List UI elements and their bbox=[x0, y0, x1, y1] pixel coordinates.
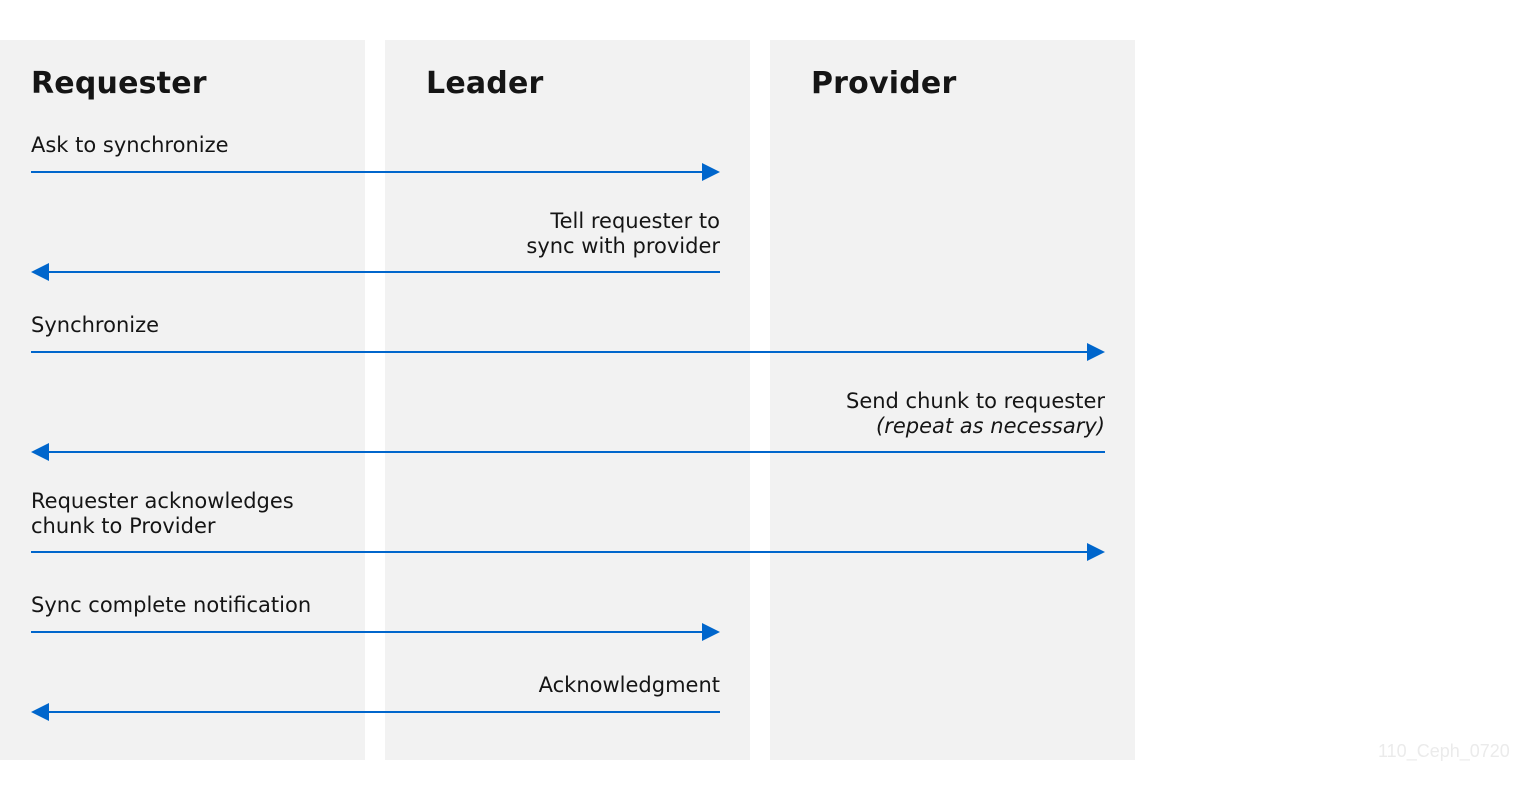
message-label-line: Ask to synchronize bbox=[31, 133, 229, 157]
arrowhead bbox=[702, 163, 720, 181]
lane-leader bbox=[385, 40, 750, 760]
lane-title-provider: Provider bbox=[811, 66, 957, 101]
message-label-requester-acknowledges: Requester acknowledges chunk to Provider bbox=[31, 489, 294, 539]
message-label-sync-complete: Sync complete notification bbox=[31, 593, 311, 618]
arrowhead bbox=[1087, 543, 1105, 561]
arrowhead bbox=[31, 263, 49, 281]
lane-title-requester: Requester bbox=[31, 66, 207, 101]
message-arrow-2 bbox=[31, 263, 720, 281]
message-label-line: Sync complete notification bbox=[31, 593, 312, 617]
arrowhead bbox=[31, 703, 49, 721]
message-arrow-3 bbox=[31, 343, 1105, 361]
message-label-line: Send chunk to requester bbox=[845, 389, 1105, 413]
arrowhead bbox=[1087, 343, 1105, 361]
message-arrow-1 bbox=[31, 163, 720, 181]
message-label-tell-requester: Tell requester to sync with provider bbox=[526, 209, 720, 259]
arrowhead bbox=[702, 623, 720, 641]
message-label-line: Synchronize bbox=[31, 313, 160, 337]
message-arrow-5 bbox=[31, 543, 1105, 561]
message-label-line: Acknowledgment bbox=[538, 673, 720, 697]
watermark-text: 110_Ceph_0720 bbox=[1378, 741, 1510, 761]
message-arrow-4 bbox=[31, 443, 1105, 461]
lane-requester bbox=[0, 40, 365, 760]
message-label-send-chunk: Send chunk to requester (repeat as neces… bbox=[846, 389, 1105, 439]
message-label-line: chunk to Provider bbox=[31, 514, 216, 538]
message-label-synchronize: Synchronize bbox=[31, 313, 159, 338]
message-label-line: sync with provider bbox=[526, 234, 720, 258]
lane-provider bbox=[770, 40, 1135, 760]
message-label-line: Tell requester to bbox=[550, 209, 720, 233]
message-arrow-6 bbox=[31, 623, 720, 641]
lane-title-leader: Leader bbox=[426, 66, 544, 101]
message-label-line: Requester acknowledges bbox=[31, 489, 294, 513]
message-arrow-7 bbox=[31, 703, 720, 721]
message-label-line-italic: (repeat as necessary) bbox=[876, 414, 1105, 438]
message-label-ask-to-synchronize: Ask to synchronize bbox=[31, 133, 229, 158]
arrowhead bbox=[31, 443, 49, 461]
message-label-acknowledgment: Acknowledgment bbox=[539, 673, 720, 698]
